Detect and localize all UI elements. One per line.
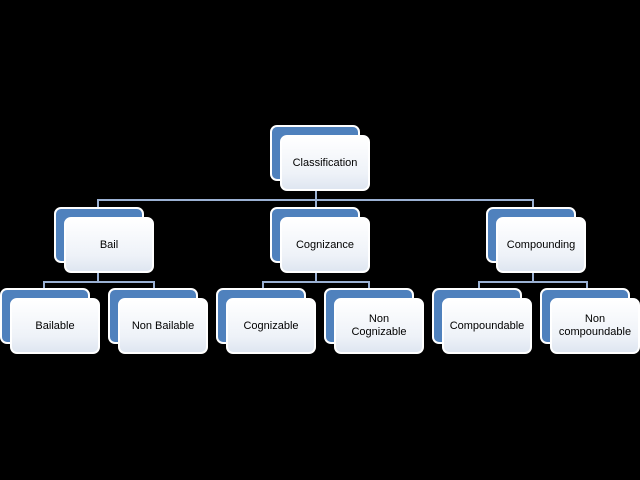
- connector-compoundable-up: [478, 281, 480, 290]
- connector-root-down: [315, 190, 317, 200]
- connector-bail-down: [97, 272, 99, 282]
- connector-bail-up: [97, 199, 99, 210]
- connector-cognizable-up: [262, 281, 264, 290]
- connector-noncognizable-up: [368, 281, 370, 290]
- node-compounding-label: Compounding: [506, 238, 576, 251]
- connector-bail-bar: [43, 281, 155, 283]
- connector-cognizance-up: [315, 199, 317, 210]
- node-bailable-label: Bailable: [35, 319, 75, 332]
- connector-compounding-bar: [478, 281, 588, 283]
- connector-noncompoundable-up: [586, 281, 588, 290]
- node-non-compoundable-label: Non compoundable: [558, 313, 632, 338]
- node-compoundable-label: Compoundable: [449, 319, 525, 332]
- connector-cognizance-bar: [262, 281, 370, 283]
- node-non-bailable-label: Non Bailable: [131, 319, 195, 332]
- connector-cognizance-down: [315, 272, 317, 282]
- node-cognizable-label: Cognizable: [243, 319, 299, 332]
- node-bail-label: Bail: [99, 238, 119, 251]
- connector-bailable-up: [43, 281, 45, 290]
- node-classification-label: Classification: [292, 156, 358, 169]
- connector-compounding-down: [532, 272, 534, 282]
- connector-compounding-up: [532, 199, 534, 210]
- node-non-cognizable-label: Non Cognizable: [351, 313, 407, 338]
- node-cognizance-label: Cognizance: [295, 238, 355, 251]
- connector-nonbailable-up: [153, 281, 155, 290]
